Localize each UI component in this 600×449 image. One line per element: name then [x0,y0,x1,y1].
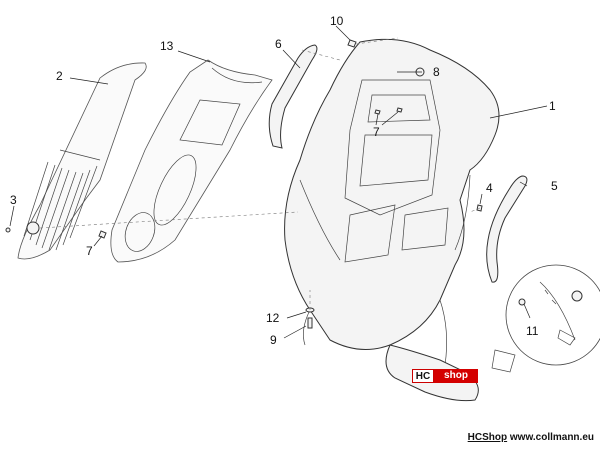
callout-12: 12 [266,311,280,325]
callout-7-left: 7 [86,244,93,258]
part-13-inner-frame [110,59,273,263]
callout-8: 8 [433,65,440,79]
callout-2: 2 [56,69,63,83]
logo-hc: HC [412,369,434,383]
left-lower-vent [344,204,396,263]
right-lower-vent [401,207,449,251]
middle-cutout [153,154,197,226]
footer-brand: HCShop [467,432,508,443]
footer-url[interactable]: www.collmann.eu [509,432,594,443]
part-7-screw-left [98,230,107,239]
part-10-screw [347,39,357,48]
callout-13: 13 [160,39,174,53]
hcshop-logo: HC shop [412,369,478,383]
upper-cutout [179,99,241,146]
detail-inset-part-11 [505,264,600,366]
part-5-right-trim [486,175,528,283]
callout-5: 5 [551,179,558,193]
logo-shop: shop [434,369,478,383]
callout-4: 4 [486,181,493,195]
callout-7-inner: 7 [373,125,380,139]
callout-9: 9 [270,333,277,347]
callout-3: 3 [10,193,17,207]
part-3-screw [5,227,11,233]
part-1-front-shield [284,38,500,366]
inner-compartment [344,79,441,216]
footer-credit: HCShop www.collmann.eu [468,432,594,443]
part-6-side-trim [268,44,318,149]
alignment-lines [39,37,481,310]
grille-slats [23,161,98,251]
callout-10: 10 [330,14,344,28]
callout-11: 11 [526,324,539,338]
leader-lines [9,25,548,339]
lower-cutout [124,212,156,252]
emblem-icon [26,221,40,235]
part-9-screw [307,317,313,329]
callout-6: 6 [275,37,282,51]
callout-1: 1 [549,99,556,113]
part-2-grille-panel [17,62,147,260]
part-7-screws-inner [374,107,403,115]
